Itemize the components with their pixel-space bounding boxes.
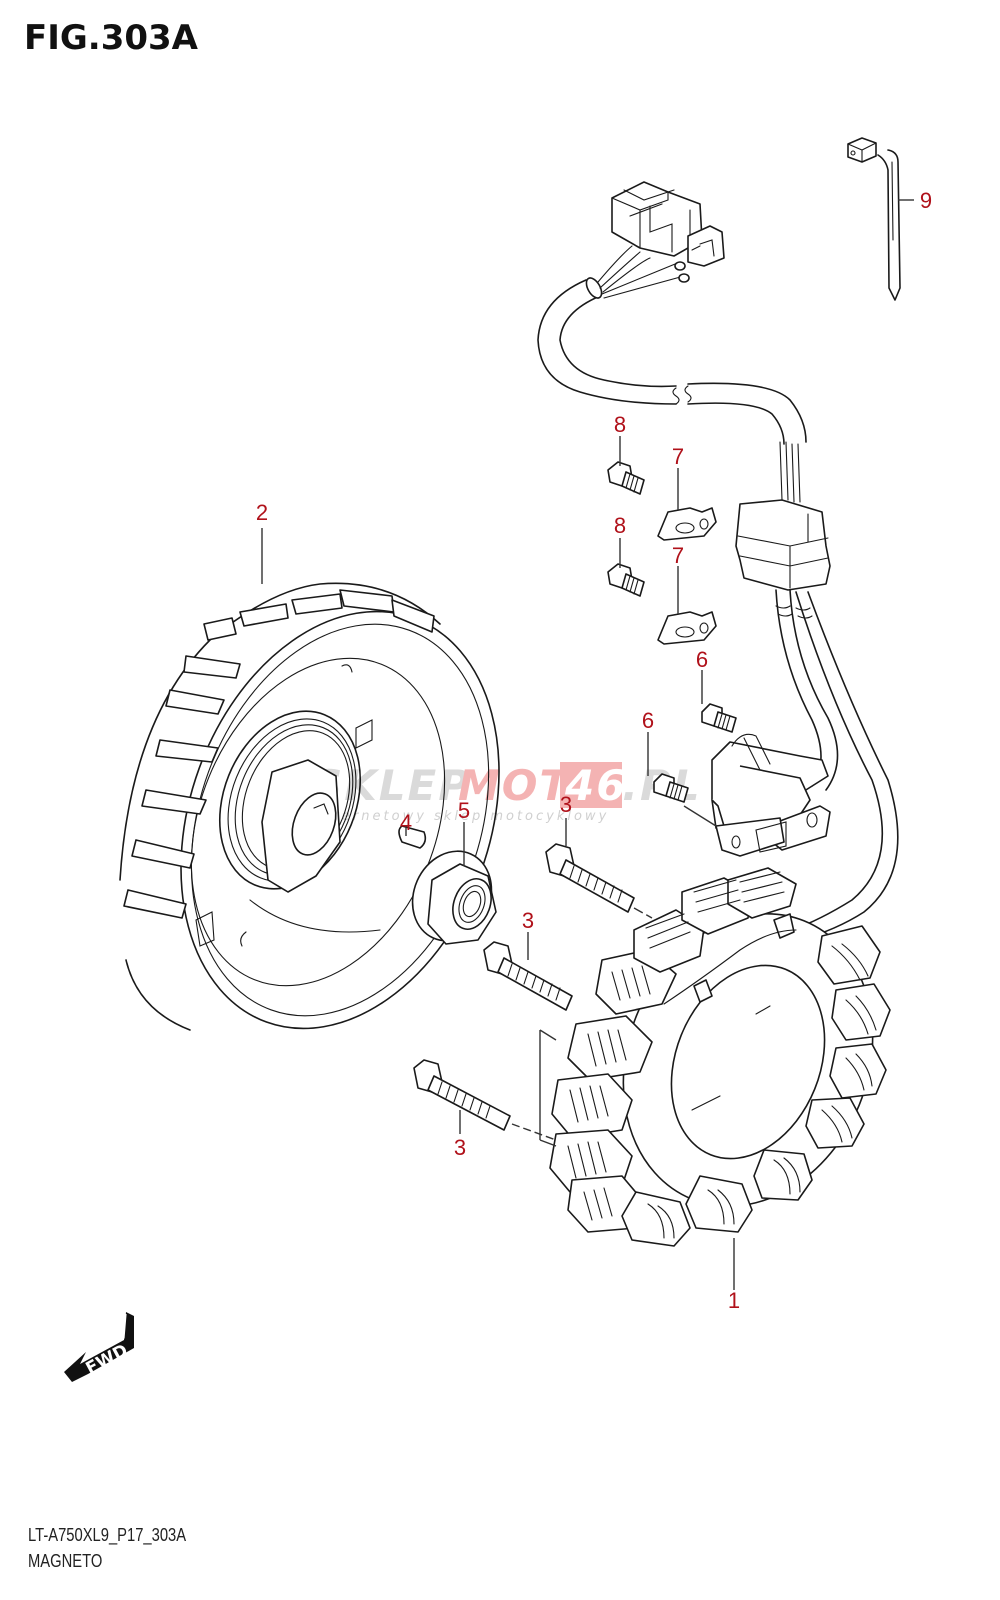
fwd-label: FWD — [83, 1340, 132, 1379]
part-8-screw-lower — [607, 563, 645, 597]
watermark: SKLEP MOTO 46 .PL internetowy sklep moto… — [312, 761, 700, 824]
callout-3-lower[interactable]: 3 — [454, 1135, 466, 1160]
callout-3-middle[interactable]: 3 — [522, 908, 534, 933]
figure-code: LT-A750XL9_P17_303A — [28, 1525, 187, 1545]
part-7-clamp-lower — [657, 611, 717, 645]
part-3-bolt-lower — [413, 1059, 511, 1131]
forward-direction-badge: FWD — [64, 1312, 134, 1382]
watermark-part3: 46 — [564, 761, 627, 810]
callout-1[interactable]: 1 — [728, 1288, 740, 1313]
callout-8-upper[interactable]: 8 — [614, 412, 626, 437]
part-3-bolt-middle — [483, 941, 573, 1011]
callout-6-lower[interactable]: 6 — [642, 708, 654, 733]
part-6-screw-lower — [653, 773, 689, 803]
part-7-clamp-upper — [657, 507, 717, 541]
figure-title: FIG.303A — [24, 18, 198, 58]
callout-3-upper[interactable]: 3 — [560, 792, 572, 817]
watermark-badge — [560, 762, 622, 808]
part-9-tie — [847, 137, 901, 301]
callout-7-upper[interactable]: 7 — [672, 444, 684, 469]
part-3-bolt-upper — [545, 843, 653, 919]
callout-4[interactable]: 4 — [400, 810, 412, 835]
callouts: 1 2 3 3 3 4 5 6 6 7 7 8 8 9 — [256, 188, 932, 1313]
figure-footer: LT-A750XL9_P17_303A MAGNETO — [28, 1522, 186, 1574]
figure-name: MAGNETO — [28, 1551, 103, 1571]
part-8-screw-upper — [607, 461, 645, 495]
callout-9[interactable]: 9 — [920, 188, 932, 213]
part-6-screw-upper — [701, 703, 737, 733]
callout-2[interactable]: 2 — [256, 500, 268, 525]
part-1-stator — [511, 867, 891, 1247]
callout-5[interactable]: 5 — [458, 798, 470, 823]
pickup-coil — [683, 733, 831, 857]
callout-6-upper[interactable]: 6 — [696, 647, 708, 672]
leader-lines — [261, 199, 914, 1290]
watermark-subtitle: internetowy sklep motocyklowy — [316, 809, 609, 824]
wiring-harness — [537, 181, 899, 941]
callout-8-lower[interactable]: 8 — [614, 513, 626, 538]
callout-7-lower[interactable]: 7 — [672, 543, 684, 568]
forward-arrow-icon — [64, 1312, 134, 1382]
part-5-rotor-nut — [411, 850, 497, 945]
